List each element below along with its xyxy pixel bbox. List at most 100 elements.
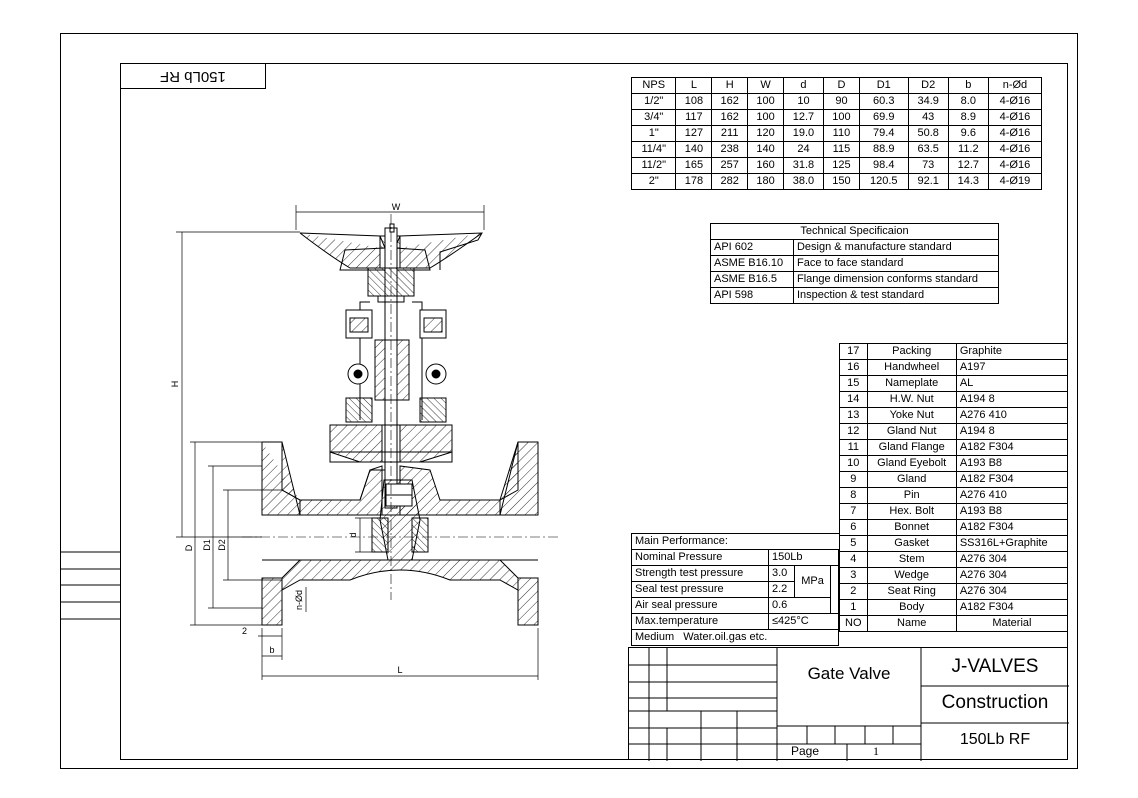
part-name: Gland Nut (866, 423, 957, 440)
dimension-cell: 4-Ø16 (987, 157, 1043, 174)
dimension-cell: 120 (747, 125, 784, 142)
dimension-cell: 98.4 (858, 157, 909, 174)
dimension-header-cell: b (947, 77, 989, 94)
part-material: A194 8 (955, 423, 1069, 440)
dimension-cell: 165 (675, 157, 713, 174)
part-number: 9 (839, 471, 868, 488)
dimension-cell: 110 (823, 125, 860, 142)
dimension-cell: 150 (823, 173, 860, 190)
part-material: A182 F304 (955, 439, 1069, 456)
dimension-header-cell: D1 (858, 77, 909, 94)
dimension-cell: 24 (782, 141, 825, 158)
dim-label-b: b (269, 645, 274, 655)
perf-row-medium: Medium Water.oil.gas etc. (631, 629, 839, 646)
part-name: Packing (866, 343, 957, 360)
dimension-cell: 238 (711, 141, 749, 158)
perf-air-value: 0.6 (767, 597, 831, 614)
dimension-header-cell: D (823, 77, 860, 94)
dimension-cell: 108 (675, 93, 713, 110)
tech-spec-description: Face to face standard (792, 255, 1000, 272)
tech-spec-standard: ASME B16.5 (710, 271, 794, 288)
corner-rating-text: 150Lb RF (160, 67, 226, 85)
part-number: 14 (839, 391, 868, 408)
dim-label-l: L (397, 665, 402, 675)
dimension-cell: 73 (907, 157, 949, 174)
left-margin-lines (60, 551, 120, 620)
dim-label-nd: n-Ød (294, 590, 304, 610)
perf-seal-label: Seal test pressure (631, 581, 769, 598)
tech-spec-standard: API 598 (710, 287, 794, 304)
dimension-header-cell: L (675, 77, 713, 94)
part-name: Nameplate (866, 375, 957, 392)
dim-label-two: 2 (242, 626, 247, 636)
dimension-cell: 63.5 (907, 141, 949, 158)
part-number: 5 (839, 535, 868, 552)
dimension-cell: 178 (675, 173, 713, 190)
performance-title: Main Performance: (631, 533, 839, 550)
tech-spec-description: Flange dimension conforms standard (792, 271, 1000, 288)
part-number: 10 (839, 455, 868, 472)
part-name: Pin (866, 487, 957, 504)
perf-medium-label: Medium (635, 631, 675, 643)
dimension-cell: 10 (782, 93, 825, 110)
dim-label-d-big: D (184, 544, 194, 551)
part-number: 13 (839, 407, 868, 424)
part-name: H.W. Nut (866, 391, 957, 408)
perf-nominal-label: Nominal Pressure (631, 549, 769, 566)
part-number: 3 (839, 567, 868, 584)
dimension-cell: 2" (630, 173, 677, 190)
dimension-cell: 12.7 (947, 157, 989, 174)
parts-header-material: Material (955, 615, 1069, 632)
part-number: 16 (839, 359, 868, 376)
dimension-cell: 34.9 (907, 93, 949, 110)
dimension-cell: 31.8 (782, 157, 825, 174)
dimension-cell: 8.0 (947, 93, 989, 110)
part-number: 15 (839, 375, 868, 392)
dimension-cell: 9.6 (947, 125, 989, 142)
dimension-cell: 11/4" (630, 141, 677, 158)
part-name: Bonnet (866, 519, 957, 536)
dimension-cell: 140 (675, 141, 713, 158)
part-number: 7 (839, 503, 868, 520)
dim-label-d2: D2 (217, 539, 227, 551)
company-name: J-VALVES (951, 656, 1039, 677)
dimension-header-cell: NPS (630, 77, 677, 94)
dimension-cell: 88.9 (858, 141, 909, 158)
dimension-header-cell: W (747, 77, 784, 94)
dimension-cell: 117 (675, 109, 713, 126)
corner-rating-tag: 150Lb RF (120, 63, 266, 89)
tech-spec-title: Technical Specificaion (710, 223, 999, 240)
dim-label-w: W (392, 202, 401, 212)
dimension-cell: 19.0 (782, 125, 825, 142)
dimension-cell: 3/4" (630, 109, 677, 126)
dimension-cell: 1" (630, 125, 677, 142)
dimension-cell: 4-Ø19 (987, 173, 1043, 190)
part-name: Gland Eyebolt (866, 455, 957, 472)
dimension-cell: 69.9 (858, 109, 909, 126)
part-number: 8 (839, 487, 868, 504)
perf-strength-value: 3.0 (767, 565, 796, 582)
dimension-cell: 100 (823, 109, 860, 126)
perf-row-strength: Strength test pressure 3.0 MPa (631, 565, 840, 614)
dimension-header-cell: D2 (907, 77, 949, 94)
parts-header-no: NO (839, 615, 868, 632)
dimension-cell: 282 (711, 173, 749, 190)
